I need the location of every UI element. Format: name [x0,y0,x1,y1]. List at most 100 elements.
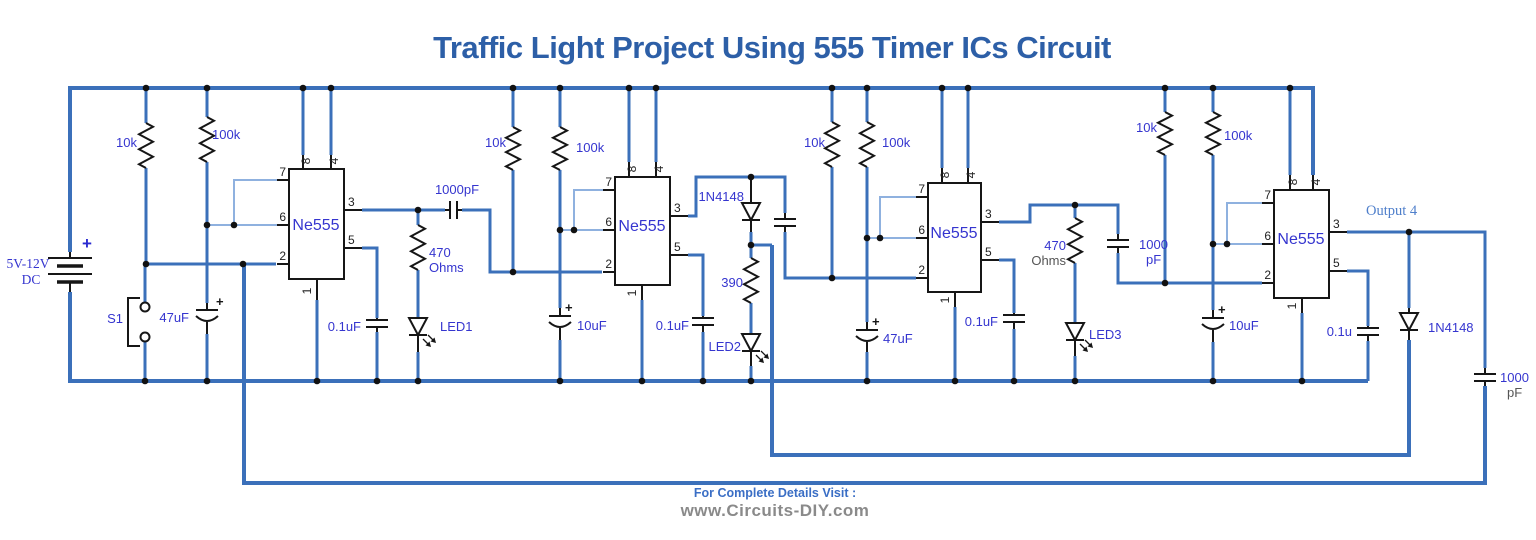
battery-plus-sign: + [82,234,92,253]
s4-cap1000-unit: pF [1507,385,1522,400]
s1-cap47-plus: + [216,294,224,309]
s4-cap-01u [1357,327,1379,336]
ic2-pin7: 7 [605,175,612,189]
switch-contact-bottom [139,331,151,343]
output4-label: Output 4 [1366,203,1418,219]
ic3-pin3: 3 [985,207,992,221]
ic4-pin1: 1 [1285,302,1299,309]
s4-cap01-label: 0.1u [1327,324,1352,339]
footer-visit-text: For Complete Details Visit : [694,486,856,500]
ic2-pin5: 5 [674,240,681,254]
ic2-pin8: 8 [625,165,639,172]
s2-pin5-wire [688,253,705,381]
ic2-pin3: 3 [674,201,681,215]
s3-pin5-wire [999,258,1016,381]
s1-pin84-wires [301,88,333,155]
s2-resistor-100k [550,126,570,171]
s1-r10k-label: 10k [116,135,137,150]
cap-lead-stubs [206,209,1486,386]
s1-resistor-100k [197,116,217,163]
s1-r470-unit: Ohms [429,260,464,275]
footer-website-text: www.Circuits-DIY.com [680,501,870,520]
feedback-diode-wire [770,245,1411,457]
junction-dots [141,84,1413,385]
ic4-pin8: 8 [1286,178,1300,185]
s1-cap47-label: 47uF [159,310,189,325]
s2-pin67-wire [560,189,603,231]
s3-r100k-label: 100k [882,135,911,150]
s1-output-coupling-wire [362,208,602,274]
s1-led1 [407,317,436,347]
battery [48,252,92,292]
s3-resistor-10k [822,121,842,168]
ic4-pin-stubs [1262,175,1347,313]
ic4-ne555: Ne555 7 6 2 3 5 8 4 1 [1262,175,1347,313]
s3-led3 [1064,322,1093,352]
led-lead-stubs [417,335,1076,366]
ic4-pin2: 2 [1264,268,1271,282]
s2-cap-10uF [548,315,572,328]
ic2-name: Ne555 [618,218,665,235]
ic2-pin6: 6 [605,215,612,229]
s3-r10k-label: 10k [804,135,825,150]
stage2-labels: 10k 100k 10uF + 0.1uF 1N4148 390 LED2 [485,135,744,354]
ic4-body [1273,189,1330,299]
ic2-pin-stubs [603,162,688,300]
ic1-pin2: 2 [279,249,286,263]
s3-cap-47uF [855,329,879,342]
ic3-ne555: Ne555 7 6 2 3 5 8 4 1 [916,168,999,307]
ic3-pin7: 7 [918,182,925,196]
power-rails [68,86,1368,383]
battery-short-plates [57,264,83,284]
s2-led2 [740,333,769,363]
ic1-name: Ne555 [292,217,339,234]
s3-pin67-wire [867,196,916,239]
ic3-pin-stubs [916,168,999,307]
stage2-wires [511,88,916,381]
s4-cap-1000pF [1474,373,1496,382]
s2-r100k-label: 100k [576,140,605,155]
s2-coupling-cap [774,218,796,227]
ic4-pin7: 7 [1264,188,1271,202]
s2-cap10-label: 10uF [577,318,607,333]
s1-resistor-10k [136,122,156,169]
switch-s1 [127,297,151,347]
ic2-pin4: 4 [652,165,666,172]
s1-coupling-cap-label: 1000pF [435,182,479,197]
ic1-pin8: 8 [299,157,313,164]
ic2-ne555: Ne555 7 6 2 3 5 8 4 1 [603,162,688,300]
battery-dc-label: DC [22,272,41,287]
s2-resistor-390 [741,257,761,304]
s3-r470-label: 470 [1044,238,1066,253]
stage1-wires [143,88,602,381]
s3-cap-1000pF [1107,239,1129,248]
s4-output-wire [1347,230,1487,368]
ic4-pin6: 6 [1264,229,1271,243]
stage4-labels: 10k 100k 10uF + 0.1u Output 4 1N4148 100… [1136,120,1529,400]
top-rail-wire [68,86,1315,252]
battery-labels: + 5V-12V DC S1 [6,234,123,326]
ic2-body [614,176,671,286]
s1-cap-1000pF [449,201,458,219]
s4-pin67-wire [1213,202,1262,245]
s2-diode-label: 1N4148 [698,189,744,204]
s2-diode-1N4148 [740,202,762,223]
s3-resistor-100k [857,121,877,168]
s1-r470-label: 470 [429,245,451,260]
s1-led1-label: LED1 [440,319,473,334]
s3-cap1000-label: 1000 [1139,237,1168,252]
battery-voltage-label: 5V-12V [6,256,49,271]
s3-cap1000-unit: pF [1146,252,1161,267]
ic1-pin7: 7 [279,165,286,179]
s3-cap01-label: 0.1uF [965,314,998,329]
ic1-pin4: 4 [327,157,341,164]
s3-resistor-470 [1065,217,1085,264]
s4-resistor-10k [1155,111,1175,156]
s2-output-coupling-wire [688,175,916,280]
stage3-labels: 10k 100k 47uF + 0.1uF 470 Ohms LED3 1000… [804,135,1168,346]
stage4-wires [1163,88,1487,381]
s1-resistor-470 [408,224,428,271]
ic4-name: Ne555 [1277,231,1324,248]
s3-cap47-plus: + [872,314,880,329]
s3-pin84-wires [940,88,970,168]
